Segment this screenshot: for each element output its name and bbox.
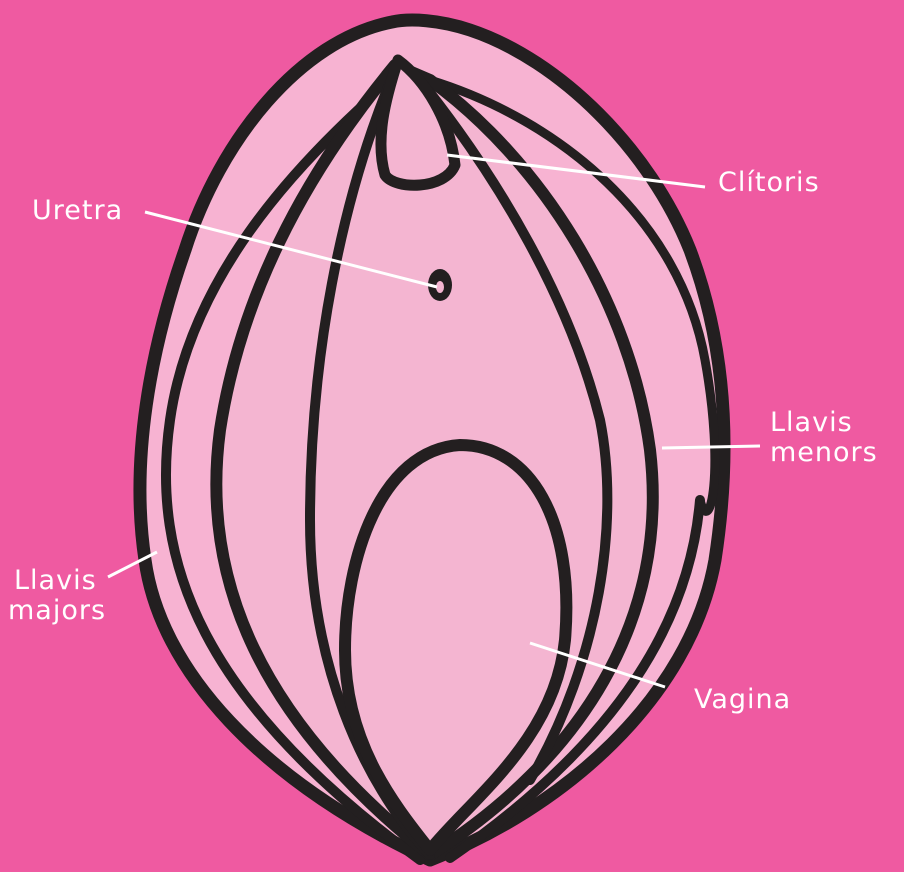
label-clitoris: Clítoris — [718, 168, 820, 198]
label-vagina: Vagina — [694, 685, 791, 715]
urethral-opening-center — [436, 281, 444, 293]
label-uretra: Uretra — [32, 196, 123, 226]
label-llavis-majors: Llavis majors — [8, 566, 106, 626]
leader-llavis-menors — [662, 446, 760, 448]
label-llavis-menors: Llavis menors — [770, 408, 878, 468]
